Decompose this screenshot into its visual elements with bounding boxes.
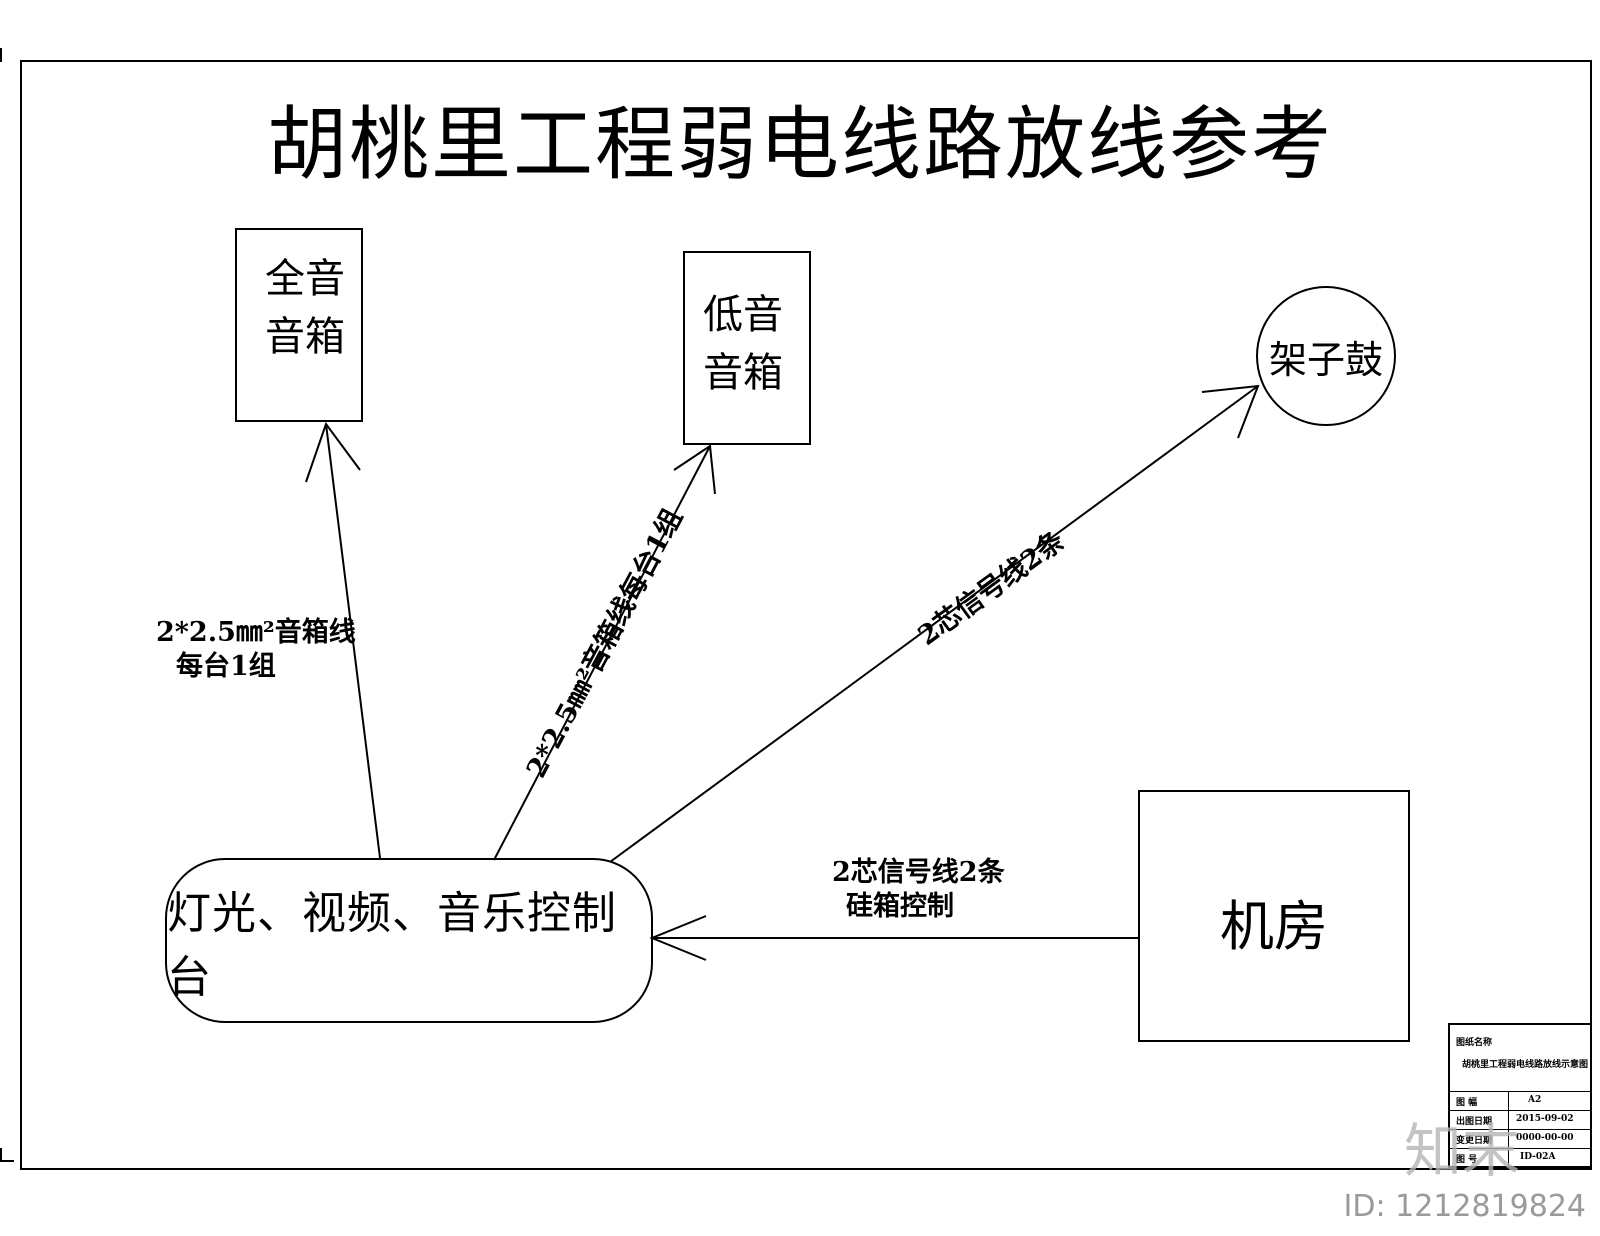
- full-speaker-cable-label-2: 每台1组: [176, 651, 276, 682]
- bass-speaker-label-2: 音箱: [703, 350, 783, 396]
- corner-tick: [0, 1148, 2, 1162]
- title-block-row-value: 2015-09-02: [1516, 1114, 1574, 1124]
- image-id: ID: 1212819824: [1343, 1189, 1586, 1224]
- drum-node: 架子鼓: [1256, 286, 1396, 426]
- machine-room-cable-label-1: 2芯信号线2条: [832, 857, 1005, 888]
- title-block: 图纸名称 胡桃里工程弱电线路放线示意图 图 幅 A2 出图日期 2015-09-…: [1448, 1023, 1592, 1170]
- corner-tick: [0, 48, 2, 62]
- control-console-node: 灯光、视频、音乐控制台: [165, 858, 653, 1023]
- line-to-drum: [609, 385, 1259, 863]
- bass-speaker-box: [683, 251, 811, 445]
- corner-tick: [0, 1160, 14, 1162]
- drawing-frame: [20, 60, 1592, 1170]
- title-block-row-label: 变更日期: [1456, 1136, 1493, 1146]
- title-block-row-value: ID-02A: [1520, 1152, 1556, 1162]
- title-block-row-label: 图 幅: [1456, 1098, 1478, 1108]
- arrowhead-full-speaker: [305, 421, 361, 483]
- bass-speaker-label-1: 低音: [703, 292, 783, 338]
- title-block-row-label: 出图日期: [1456, 1117, 1493, 1127]
- title-block-name-value: 胡桃里工程弱电线路放线示意图: [1462, 1060, 1589, 1070]
- title-block-name-label: 图纸名称: [1456, 1038, 1493, 1048]
- machine-room-box: [1138, 790, 1410, 1042]
- full-speaker-label-2: 音箱: [265, 314, 345, 360]
- title-block-row-value: A2: [1528, 1095, 1542, 1105]
- title-block-row-value: 0000-00-00: [1516, 1133, 1574, 1143]
- full-speaker-label-1: 全音: [265, 256, 345, 302]
- watermark-logo: 知末: [1404, 1117, 1521, 1185]
- line-to-full-speaker: [325, 423, 381, 859]
- machine-room-label: 机房: [1220, 895, 1328, 958]
- title-block-row-label: 图 号: [1456, 1155, 1478, 1165]
- diagram-title: 胡桃里工程弱电线路放线参考: [267, 98, 1333, 191]
- full-speaker-box: [235, 228, 363, 422]
- arrowhead-bass-speaker: [673, 444, 716, 495]
- arrowhead-drum: [1201, 384, 1260, 439]
- full-speaker-cable-label-1: 2*2.5㎜²音箱线: [156, 617, 356, 648]
- line-to-bass-speaker: [493, 445, 711, 861]
- machine-room-cable-label-2: 硅箱控制: [846, 891, 954, 922]
